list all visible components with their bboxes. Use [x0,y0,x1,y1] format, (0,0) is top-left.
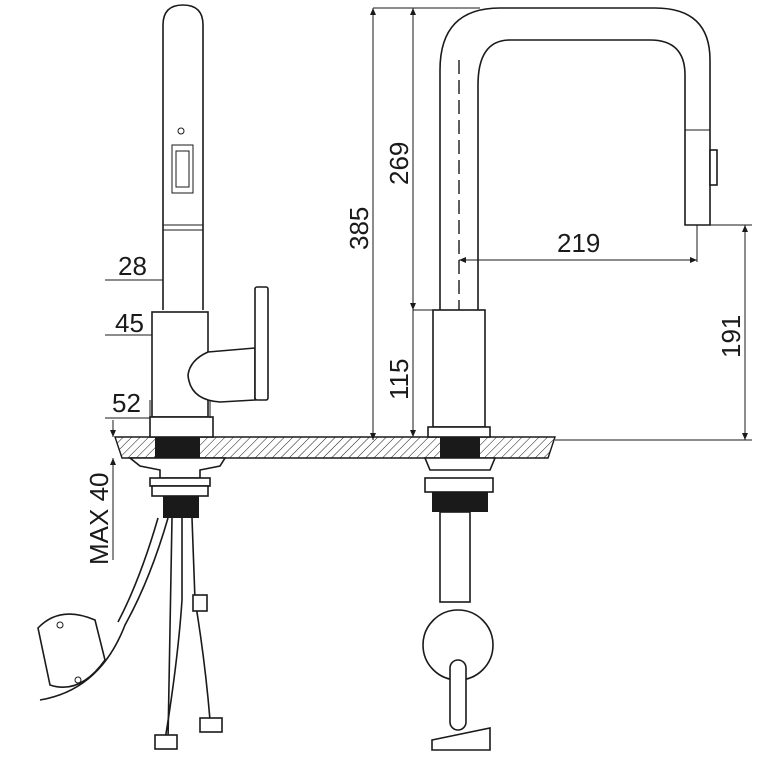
dim-base-diameter: 52 [112,388,141,418]
dim-total-height: 385 [344,207,374,250]
dim-outlet-height: 191 [716,315,746,358]
dim-max-counter: MAX 40 [84,473,114,566]
counterweight [37,613,106,689]
dim-body-height: 115 [384,359,414,400]
countertop [114,436,556,459]
dim-spout-height: 269 [384,142,414,185]
dim-spout-diameter: 28 [118,251,147,281]
front-view [37,4,269,750]
lever-joint [187,347,256,403]
lever-handle [254,286,269,401]
dim-spout-reach: 219 [557,228,600,258]
spray-button [171,144,194,194]
dim-body-diameter: 45 [115,308,144,338]
side-view [422,7,718,751]
sensor-dot [177,127,185,135]
dimension-lines [105,7,752,560]
